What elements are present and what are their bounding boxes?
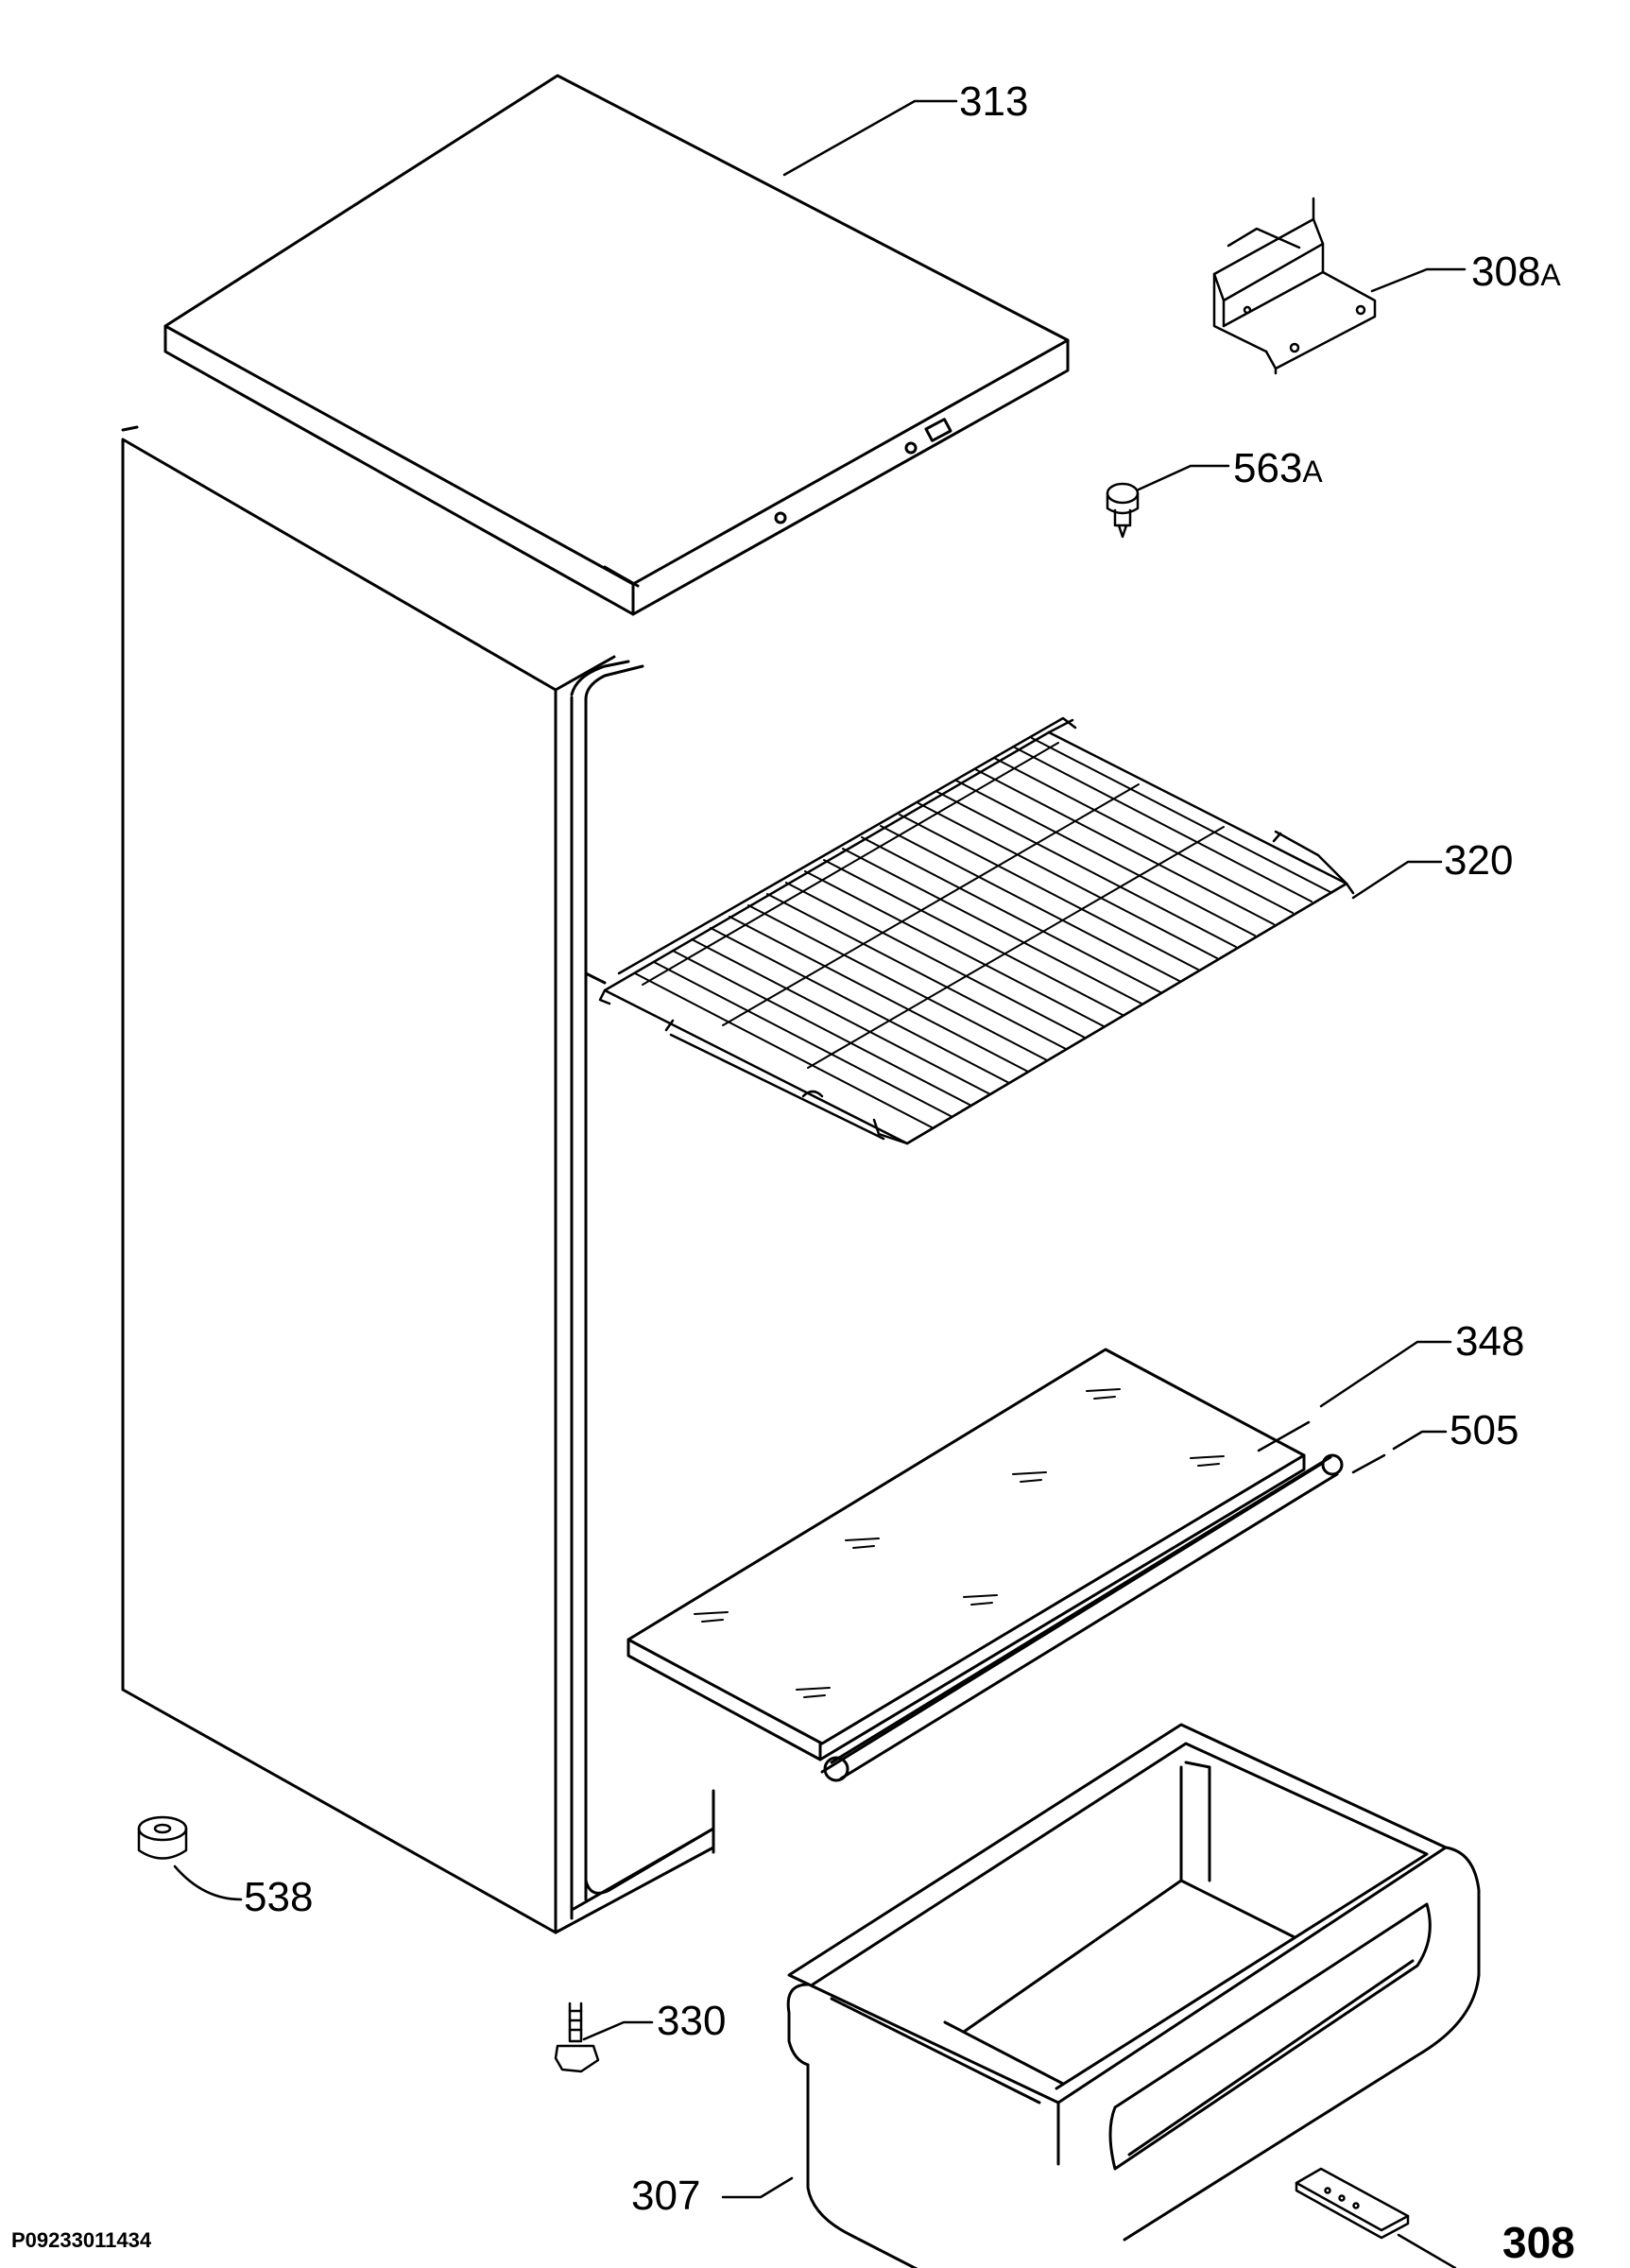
callout-538: 538 [244, 1874, 314, 1920]
top-cover-part [163, 74, 1070, 616]
glass-shelf-part [626, 1348, 1306, 1761]
document-id: P09233011434 [11, 2228, 152, 2252]
callout-563a: 563A [1233, 445, 1323, 491]
shelf-trim-part [820, 1453, 1344, 1782]
callout-320: 320 [1444, 837, 1514, 884]
hinge-bracket-part [1212, 197, 1377, 375]
callout-308a: 308A [1471, 249, 1561, 295]
leader-lines [173, 99, 1467, 2268]
callout-308: 308 [1502, 2218, 1575, 2267]
callout-330: 330 [657, 1998, 727, 2044]
callout-348: 348 [1455, 1318, 1525, 1365]
foot-cap-part [137, 1815, 188, 1860]
screw-part [1106, 482, 1140, 539]
adjustable-foot-part [554, 2002, 600, 2073]
wire-shelf-part [598, 716, 1355, 1145]
small-bracket-part [1295, 2167, 1410, 2240]
callout-313: 313 [959, 78, 1029, 125]
crisper-drawer-part [786, 1723, 1481, 2268]
callout-505: 505 [1450, 1407, 1519, 1453]
callout-307: 307 [631, 2173, 701, 2219]
cabinet-body [121, 425, 715, 1934]
